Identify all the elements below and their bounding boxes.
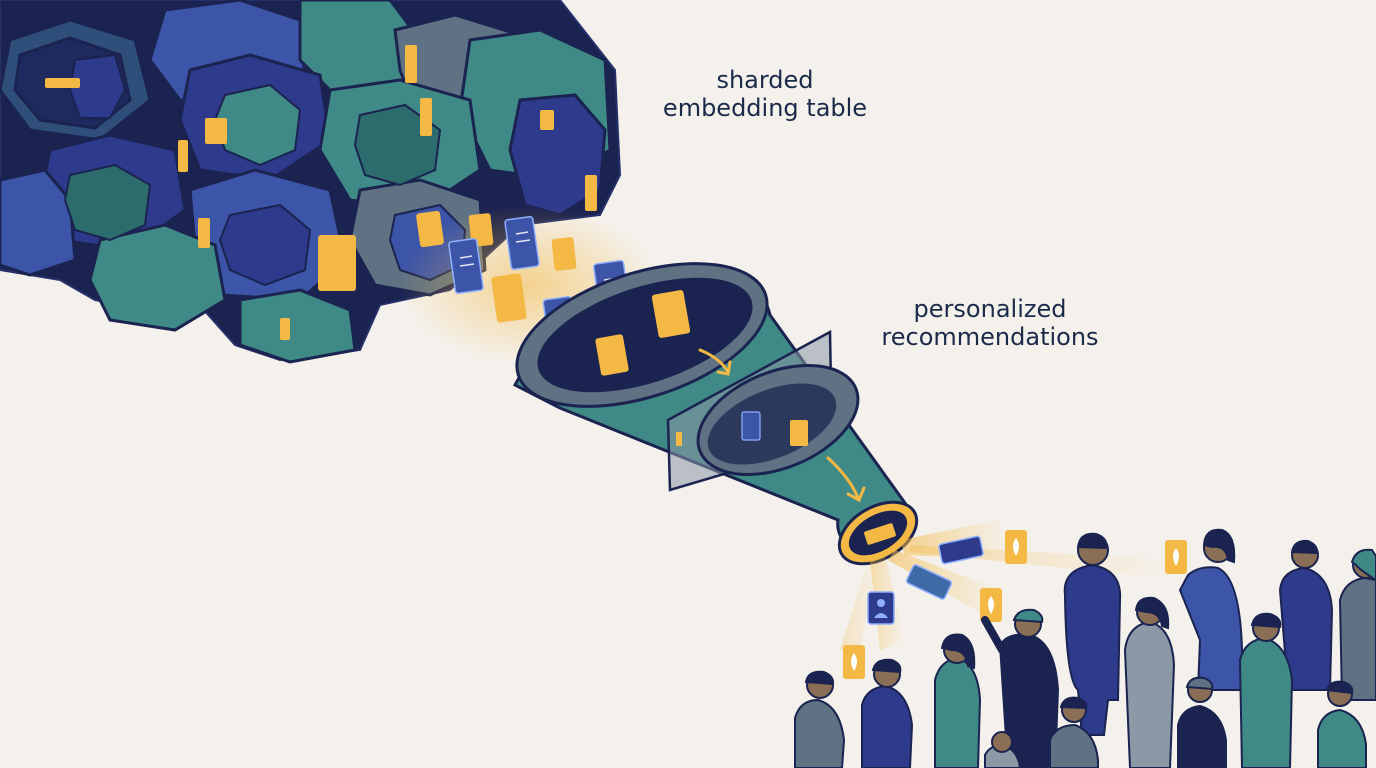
user-person — [1063, 532, 1122, 736]
label-line: recommendations — [881, 323, 1099, 351]
person-icon — [867, 591, 895, 625]
recommendation-output — [840, 520, 1187, 679]
user-person — [984, 731, 1022, 768]
user-person — [1317, 680, 1367, 768]
user-person — [794, 670, 846, 768]
user-person — [981, 608, 1060, 768]
flame-card-icon — [843, 530, 1187, 679]
user-person — [1123, 596, 1176, 768]
embedding-table-honeycomb — [0, 0, 622, 364]
user-person — [1178, 528, 1246, 691]
label-line: embedding table — [662, 94, 868, 122]
curved-arrow-icon — [698, 348, 866, 503]
user-person — [1338, 548, 1376, 701]
user-person — [1278, 539, 1334, 691]
active-embedding-rows — [45, 45, 597, 340]
recommendation-funnel — [512, 262, 919, 566]
personalized-recommendations-label: personalized recommendations — [855, 295, 1125, 351]
user-crowd — [794, 528, 1376, 768]
user-person — [934, 633, 982, 768]
user-person — [1238, 612, 1294, 768]
user-person — [861, 658, 914, 768]
sharded-embedding-table-label: sharded embedding table — [630, 66, 900, 122]
label-line: personalized — [913, 295, 1067, 323]
label-line: sharded — [716, 66, 814, 94]
user-person — [1049, 696, 1099, 768]
user-person — [1177, 676, 1227, 768]
